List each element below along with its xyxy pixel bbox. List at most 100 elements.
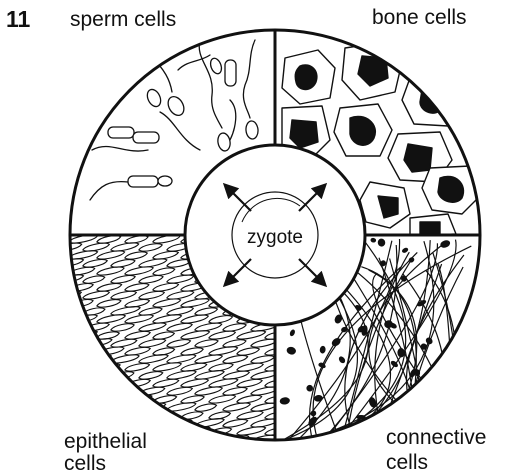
epithelial-cell xyxy=(26,306,52,317)
sperm-cell xyxy=(199,40,231,152)
epithelial-cell xyxy=(26,274,50,285)
epithelial-cell xyxy=(40,250,66,261)
connective-cell-nucleus xyxy=(417,387,423,393)
epithelial-cell xyxy=(124,313,154,325)
epithelial-cell xyxy=(68,410,91,421)
epithelial-cell xyxy=(54,401,83,413)
epithelial-cell xyxy=(250,337,277,348)
connective-cell-nucleus xyxy=(426,383,434,391)
epithelial-cell xyxy=(278,353,306,365)
epithelial-cell xyxy=(82,385,110,397)
epithelial-cell xyxy=(222,401,251,413)
epithelial-cell xyxy=(138,434,161,445)
connective-cell-nucleus xyxy=(402,248,408,253)
epithelial-cell xyxy=(40,409,70,421)
connective-cell-nucleus xyxy=(417,300,426,307)
epithelial-cell xyxy=(194,385,223,397)
epithelial-cell xyxy=(54,322,77,332)
epithelial-cell xyxy=(26,242,53,253)
bone-cell xyxy=(334,104,392,156)
epithelial-cell xyxy=(194,433,222,445)
bone-cell xyxy=(282,50,335,104)
epithelial-cell xyxy=(54,386,78,397)
connective-cell-nucleus xyxy=(320,346,325,353)
epithelial-cell xyxy=(54,257,84,269)
sperm-cell xyxy=(225,60,236,140)
epithelial-cell xyxy=(110,386,137,397)
epithelial-cell xyxy=(110,417,138,429)
epithelial-cell xyxy=(40,330,66,341)
connective-cell-nucleus xyxy=(384,320,392,328)
epithelial-cell xyxy=(54,241,82,253)
epithelial-cell xyxy=(194,402,217,412)
epithelial-cell xyxy=(68,377,96,389)
epithelial-cell xyxy=(110,434,134,445)
epithelial-cell xyxy=(166,338,191,349)
epithelial-cell xyxy=(40,234,63,244)
connective-cell-nucleus xyxy=(436,383,446,394)
epithelial-cell xyxy=(54,434,78,445)
epithelial-cell xyxy=(40,394,65,405)
connective-cell-nucleus xyxy=(425,337,433,345)
epithelial-cell xyxy=(278,369,308,381)
connective-cell-nucleus xyxy=(287,347,297,355)
bone-cell xyxy=(342,42,402,100)
epithelial-cell xyxy=(166,434,191,445)
epithelial-cell xyxy=(40,282,65,293)
sperm-cell xyxy=(178,55,223,75)
epithelial-cell xyxy=(26,353,56,365)
epithelial-cell xyxy=(110,401,140,413)
epithelial-cell xyxy=(96,426,119,437)
connective-cell-nucleus xyxy=(310,410,316,416)
epithelial-cell xyxy=(40,345,69,357)
epithelial-cell xyxy=(40,378,64,389)
epithelial-cell xyxy=(138,242,163,253)
epithelial-cell xyxy=(222,418,248,429)
connective-cell-nucleus xyxy=(448,370,455,377)
connective-fiber xyxy=(438,264,452,440)
epithelial-cell xyxy=(40,361,70,373)
sperm-cell xyxy=(90,176,172,200)
epithelial-cell xyxy=(54,338,78,349)
bone-cell xyxy=(360,182,410,228)
connective-cell-nucleus xyxy=(442,406,449,412)
connective-cell-nucleus xyxy=(290,329,295,336)
epithelial-cell xyxy=(152,297,181,309)
epithelial-cell xyxy=(278,386,301,396)
connective-cell-nucleus xyxy=(440,240,450,249)
epithelial-cell xyxy=(68,394,95,405)
epithelial-cell xyxy=(194,338,219,349)
connective-cell-nucleus xyxy=(338,356,345,363)
epithelial-cell xyxy=(82,433,109,444)
epithelial-cell xyxy=(54,354,77,365)
epithelial-cell xyxy=(26,289,56,301)
epithelial-cell xyxy=(96,298,121,309)
connective-cell-nucleus xyxy=(452,351,461,355)
connective-cell-nucleus xyxy=(371,238,376,242)
epithelial-cell xyxy=(208,329,236,341)
epithelial-cell xyxy=(110,322,135,333)
epithelial-cell xyxy=(26,418,50,429)
connective-cell-nucleus xyxy=(378,239,385,247)
epithelial-cell xyxy=(138,418,163,429)
epithelial-cell xyxy=(40,313,70,325)
epithelial-cell xyxy=(26,257,56,269)
connective-cell-nucleus xyxy=(314,395,322,402)
connective-cell-nucleus xyxy=(401,276,407,282)
sperm-cell xyxy=(92,127,159,151)
epithelial-cell xyxy=(68,362,94,373)
connective-cell-nucleus xyxy=(387,419,393,427)
epithelial-cell xyxy=(124,410,147,421)
epithelial-cell xyxy=(68,313,98,325)
connective-cell-nucleus xyxy=(334,314,343,324)
sperm-cell xyxy=(243,40,258,139)
epithelial-cell xyxy=(54,369,82,381)
epithelial-cell xyxy=(208,393,236,405)
epithelial-cell xyxy=(26,337,56,349)
connective-cell-nucleus xyxy=(445,369,451,377)
epithelial-cell xyxy=(68,426,94,437)
epithelial-cell xyxy=(40,426,66,437)
connective-cell-nucleus xyxy=(409,257,415,263)
